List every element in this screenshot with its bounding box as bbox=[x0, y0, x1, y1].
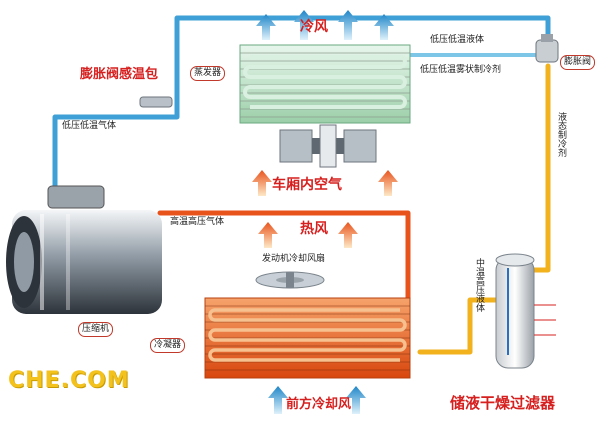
condenser-label: 冷凝器 bbox=[150, 338, 186, 353]
receiver-drier-icon bbox=[495, 253, 556, 369]
engine-fan-label: 发动机冷却风扇 bbox=[262, 254, 326, 264]
expansion-valve-label: 膨胀阀 bbox=[560, 55, 596, 70]
receiver-drier-label: 储液干燥过滤器 bbox=[450, 394, 556, 412]
hot-air-label: 热风 bbox=[300, 221, 328, 237]
expansion-valve-icon bbox=[535, 34, 559, 63]
high-temp-gas-label: 高温高压气体 bbox=[170, 217, 225, 227]
front-cooling-air-label: 前方冷却风 bbox=[286, 397, 352, 412]
cabin-air-label: 车厢内空气 bbox=[272, 177, 342, 193]
expansion-bulb-label: 膨胀阀感温包 bbox=[80, 67, 159, 82]
cold-air-arrows bbox=[256, 10, 394, 40]
evaporator-label: 蒸发器 bbox=[190, 66, 226, 81]
compressor-label: 压缩机 bbox=[78, 322, 114, 337]
liquid-refrigerant-label: 液态制冷剂 bbox=[556, 112, 566, 157]
low-press-mist-label: 低压低温雾状制冷剂 bbox=[420, 65, 502, 75]
compressor-icon bbox=[6, 185, 162, 314]
condenser-icon bbox=[204, 297, 411, 379]
che-com-logo: CHE.COM bbox=[8, 368, 130, 393]
sensing-bulb-icon bbox=[139, 96, 173, 108]
cabin-air-arrows bbox=[252, 170, 398, 196]
cooling-fan-icon bbox=[255, 271, 325, 289]
mid-temp-liquid-label: 中温高压液体 bbox=[474, 258, 484, 312]
front-cooling-air-arrows bbox=[268, 386, 366, 414]
blower-fan-icon bbox=[279, 124, 377, 168]
evaporator-icon bbox=[239, 44, 411, 124]
low-press-liquid-label: 低压低温液体 bbox=[430, 35, 485, 45]
low-press-gas-label: 低压低温气体 bbox=[62, 121, 117, 131]
cold-air-label: 冷风 bbox=[300, 19, 328, 35]
hot-air-arrows bbox=[258, 222, 358, 248]
